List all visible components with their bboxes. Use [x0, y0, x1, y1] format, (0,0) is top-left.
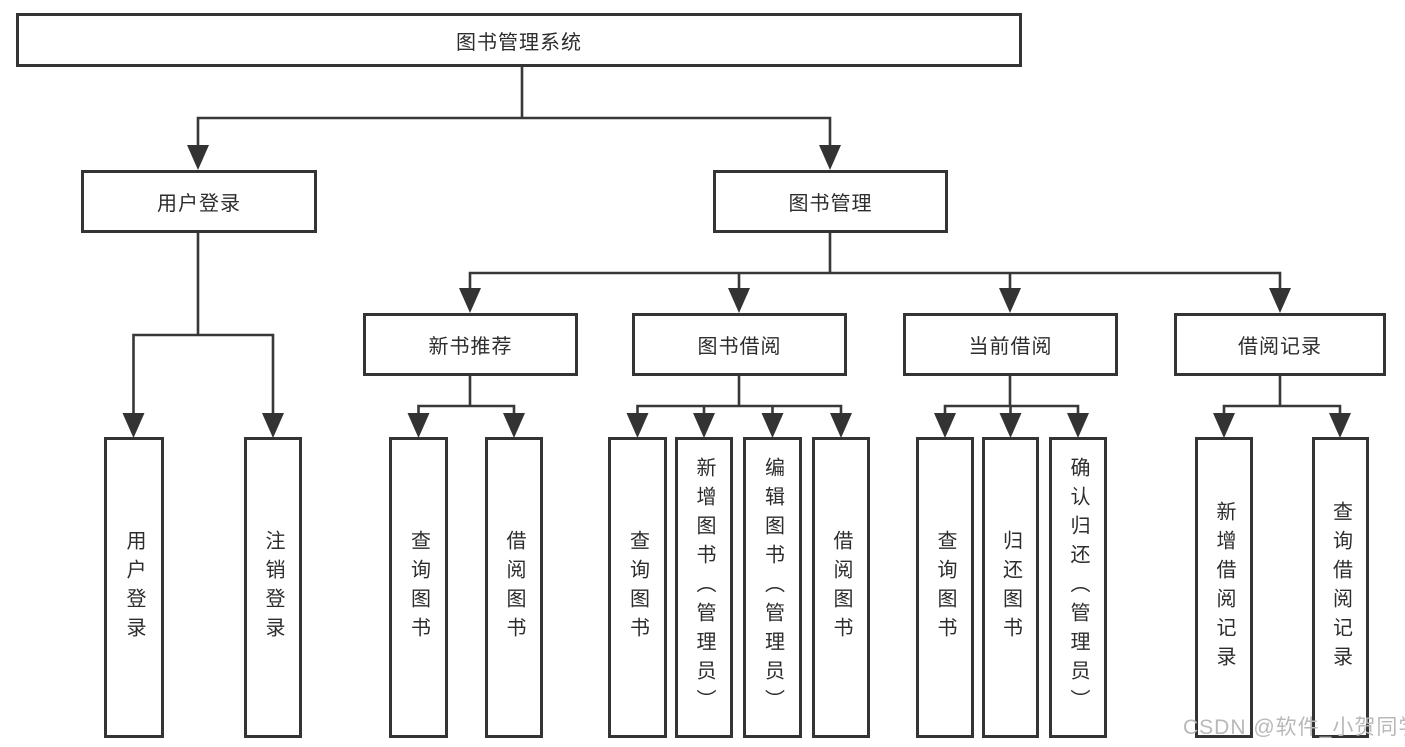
- node-label: 新书推荐: [428, 336, 513, 358]
- arrowhead: [728, 288, 750, 313]
- leaf-confirm-return-admin: 确认归还（管理员）: [1049, 437, 1107, 738]
- arrowhead: [1329, 413, 1351, 438]
- arrowhead: [187, 145, 209, 170]
- arrowhead: [503, 413, 525, 438]
- leaf-user-login: 用户登录: [104, 437, 164, 738]
- node-user-login: 用户登录: [81, 170, 317, 233]
- arrowhead: [999, 288, 1021, 313]
- leaf-label: 查询图书: [626, 529, 649, 646]
- arrowhead: [459, 288, 481, 313]
- arrowhead: [830, 413, 852, 438]
- connector-root-to-level2: [196, 67, 832, 150]
- arrowhead: [1067, 413, 1089, 438]
- arrowhead: [819, 145, 841, 170]
- leaf-edit-book-admin: 编辑图书（管理员）: [743, 437, 802, 738]
- node-root: 图书管理系统: [16, 13, 1022, 67]
- leaf-label: 确认归还（管理员）: [1067, 457, 1089, 718]
- arrowhead: [122, 413, 145, 438]
- node-borrow-records: 借阅记录: [1174, 313, 1386, 376]
- leaf-return-book: 归还图书: [982, 437, 1039, 738]
- arrowhead: [262, 413, 284, 438]
- arrowhead: [999, 413, 1022, 438]
- leaf-label: 归还图书: [999, 529, 1022, 646]
- leaf-label: 新增图书（管理员）: [693, 457, 715, 718]
- leaf-borrow-books: 借阅图书: [812, 437, 870, 738]
- leaf-label: 注销登录: [262, 529, 284, 646]
- connector-borrowrecord-to-leaves: [1222, 376, 1342, 418]
- csdn-watermark: CSDN @软件_小贺同学: [1183, 716, 1405, 739]
- node-book-management: 图书管理: [713, 170, 948, 233]
- arrowhead: [626, 413, 649, 438]
- connector-newbook-to-leaves: [417, 376, 516, 418]
- leaf-label: 借阅图书: [503, 529, 525, 646]
- leaf-query-books-borrow: 查询图书: [608, 437, 667, 738]
- leaf-label: 查询图书: [934, 529, 956, 646]
- leaf-label: 编辑图书（管理员）: [761, 457, 784, 718]
- leaf-logout: 注销登录: [244, 437, 302, 738]
- leaf-label: 新增借阅记录: [1213, 500, 1235, 675]
- arrowhead: [407, 413, 430, 438]
- connector-bookborrow-to-leaves: [636, 376, 843, 418]
- leaf-label: 查询图书: [407, 529, 430, 646]
- node-new-book-recommend: 新书推荐: [363, 313, 578, 376]
- node-label: 借阅记录: [1238, 336, 1322, 358]
- leaf-add-borrow-record: 新增借阅记录: [1195, 437, 1253, 738]
- node-current-borrow: 当前借阅: [903, 313, 1118, 376]
- leaf-query-books-recommend: 查询图书: [389, 437, 448, 738]
- node-label: 用户登录: [157, 193, 241, 215]
- leaf-add-book-admin: 新增图书（管理员）: [675, 437, 733, 738]
- connector-currentborrow-to-leaves: [943, 376, 1080, 418]
- connector-bookmgmt-to-level3: [468, 233, 1282, 292]
- arrowhead: [1213, 413, 1235, 438]
- arrowhead: [934, 413, 956, 438]
- connector-userlogin-to-leaves: [132, 233, 275, 418]
- node-label: 当前借阅: [968, 336, 1053, 358]
- leaf-label: 借阅图书: [830, 529, 852, 646]
- leaf-label: 用户登录: [123, 529, 145, 646]
- node-label: 图书借阅: [697, 336, 782, 358]
- node-root-label: 图书管理系统: [456, 31, 582, 54]
- arrowheads: [122, 145, 1351, 438]
- leaf-label: 查询借阅记录: [1329, 500, 1352, 675]
- arrowhead: [761, 413, 784, 438]
- node-book-borrow: 图书借阅: [632, 313, 847, 376]
- arrowhead: [1269, 288, 1291, 313]
- arrowhead: [693, 413, 715, 438]
- leaf-borrow-books-recommend: 借阅图书: [485, 437, 543, 738]
- leaf-query-borrow-record: 查询借阅记录: [1312, 437, 1369, 738]
- node-label: 图书管理: [788, 193, 873, 215]
- leaf-query-books-current: 查询图书: [916, 437, 974, 738]
